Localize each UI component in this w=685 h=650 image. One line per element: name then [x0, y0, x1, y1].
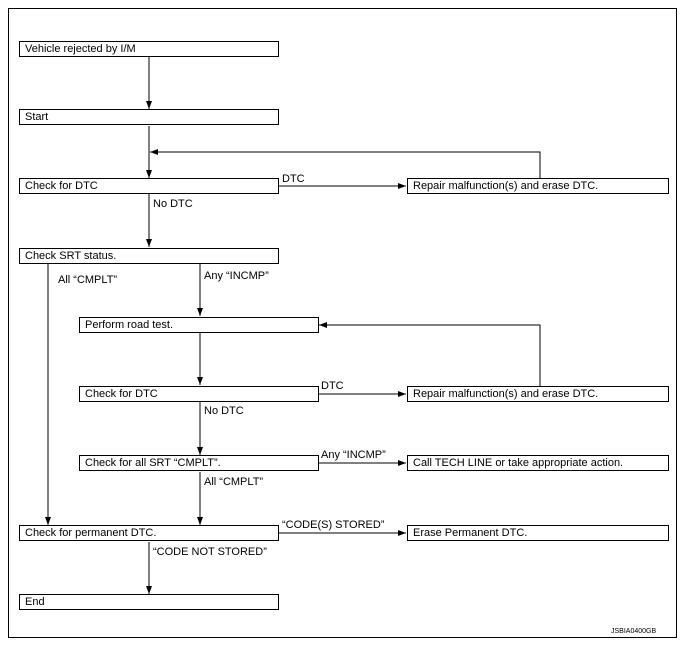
edge-label-all-cmplt-1: All “CMPLT”	[58, 274, 118, 286]
node-end: End	[19, 594, 279, 610]
diagram-frame	[8, 8, 677, 638]
node-vehicle-rejected: Vehicle rejected by I/M	[19, 41, 279, 57]
edge-label-no-dtc-1: No DTC	[153, 198, 193, 210]
edge-label-dtc-1: DTC	[282, 173, 305, 185]
node-perform-road-test: Perform road test.	[79, 317, 319, 333]
node-check-permanent-dtc: Check for permanent DTC.	[19, 525, 279, 541]
arrow-repair-2-loop-back	[319, 322, 541, 386]
node-repair-malfunction-1: Repair malfunction(s) and erase DTC.	[407, 178, 669, 194]
node-repair-malfunction-2: Repair malfunction(s) and erase DTC.	[407, 386, 669, 402]
edge-label-any-incmp-1: Any “INCMP”	[204, 270, 269, 282]
node-call-tech-line: Call TECH LINE or take appropriate actio…	[407, 455, 669, 471]
edge-label-dtc-2: DTC	[321, 380, 344, 392]
node-check-for-dtc-1: Check for DTC	[19, 178, 279, 194]
edge-label-codes-stored: “CODE(S) STORED”	[282, 519, 385, 531]
node-start: Start	[19, 109, 279, 125]
edge-label-no-dtc-2: No DTC	[204, 405, 244, 417]
node-check-srt-status: Check SRT status.	[19, 248, 279, 264]
arrow-repair-1-loop-back	[150, 149, 541, 178]
edge-label-all-cmplt-2: All “CMPLT”	[204, 476, 264, 488]
node-check-for-dtc-2: Check for DTC	[79, 386, 319, 402]
edge-label-code-not-stored: “CODE NOT STORED”	[153, 546, 267, 558]
node-erase-permanent-dtc: Erase Permanent DTC.	[407, 525, 669, 541]
edge-label-any-incmp-2: Any “INCMP”	[321, 449, 386, 461]
node-check-all-srt-cmplt: Check for all SRT “CMPLT”.	[79, 455, 319, 471]
diagram-code: JSBIA0400GB	[611, 628, 657, 635]
